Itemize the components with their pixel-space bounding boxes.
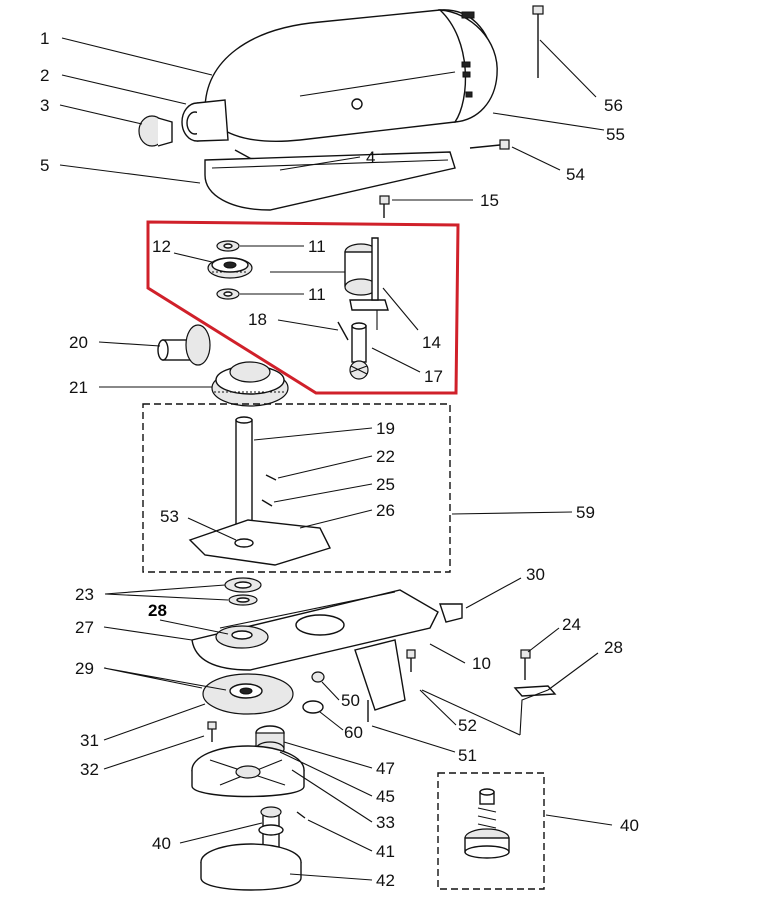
- label-42: 42: [376, 871, 395, 890]
- highlight-region: [146, 220, 460, 395]
- label-10: 10: [472, 654, 491, 673]
- part-41-pin: [296, 811, 306, 819]
- label-30: 30: [526, 565, 545, 584]
- part-33-planetary-base: [191, 745, 305, 798]
- part-52-screw: [406, 649, 416, 672]
- part-12-bevel-gear: [207, 257, 253, 279]
- assembly-59-outline: [142, 403, 451, 573]
- label-2: 2: [40, 66, 49, 85]
- part-2-attachment-hub: [181, 99, 229, 142]
- label-1: 1: [40, 29, 49, 48]
- label-27: 27: [75, 618, 94, 637]
- label-29: 29: [75, 659, 94, 678]
- label-11-top: 11: [308, 237, 326, 256]
- part-18-pin: [337, 321, 349, 341]
- label-54: 54: [566, 165, 585, 184]
- label-3: 3: [40, 96, 49, 115]
- label-59: 59: [576, 503, 595, 522]
- label-60: 60: [344, 723, 363, 742]
- label-33: 33: [376, 813, 395, 832]
- part-25-pin: [261, 499, 273, 507]
- label-53: 53: [160, 507, 179, 526]
- part-11-washer-top: [216, 240, 240, 252]
- part-42-ring: [200, 843, 302, 891]
- label-40-left: 40: [152, 834, 171, 853]
- part-21-large-gear: [211, 361, 289, 407]
- label-56: 56: [604, 96, 623, 115]
- part-30-clip: [439, 603, 463, 623]
- part-60-washer: [302, 700, 324, 714]
- label-23: 23: [75, 585, 94, 604]
- label-25: 25: [376, 475, 395, 494]
- label-28-arrow: 28: [148, 601, 167, 620]
- part-20-worm-gear: [157, 324, 211, 366]
- assembly-40-outline: [437, 772, 545, 890]
- label-5: 5: [40, 156, 49, 175]
- label-51: 51: [458, 746, 477, 765]
- part-53-gasket: [188, 519, 331, 566]
- label-50: 50: [341, 691, 360, 710]
- label-52: 52: [458, 716, 477, 735]
- part-29-gear-ring: [202, 673, 294, 715]
- callout-labels: 1 2 3 4 5 56 55 54 15 11 12 11 18 14 17 …: [40, 29, 639, 890]
- part-23-washers: [224, 577, 262, 606]
- part-3-hub-knob: [138, 115, 173, 147]
- part-32-screw: [207, 721, 217, 742]
- label-47: 47: [376, 759, 395, 778]
- label-55: 55: [606, 125, 625, 144]
- label-17: 17: [424, 367, 443, 386]
- part-50-screw: [311, 671, 325, 683]
- label-14: 14: [422, 333, 441, 352]
- part-54-screw: [469, 139, 510, 150]
- label-26: 26: [376, 501, 395, 520]
- label-18: 18: [248, 310, 267, 329]
- part-1-head-housing: [204, 9, 498, 142]
- part-22-pin: [265, 474, 277, 481]
- part-40-knob-assembly: [464, 788, 510, 859]
- label-24: 24: [562, 615, 581, 634]
- part-27-gear-case: [191, 589, 439, 711]
- label-11-bottom: 11: [308, 285, 326, 304]
- label-20: 20: [69, 333, 88, 352]
- label-19: 19: [376, 419, 395, 438]
- part-56-screw: [532, 5, 544, 78]
- label-45: 45: [376, 787, 395, 806]
- part-24-screw: [520, 649, 531, 680]
- part-11-washer-bottom: [216, 288, 240, 300]
- label-4: 4: [366, 148, 375, 167]
- label-31: 31: [80, 731, 99, 750]
- label-22: 22: [376, 447, 395, 466]
- part-5-trim-band: [204, 151, 456, 211]
- part-17-pinion-shaft: [349, 322, 369, 380]
- label-41: 41: [376, 842, 395, 861]
- label-21: 21: [69, 378, 88, 397]
- part-28-plate: [513, 685, 557, 697]
- label-40-right: 40: [620, 816, 639, 835]
- part-19-shaft: [235, 416, 253, 533]
- label-28: 28: [604, 638, 623, 657]
- label-15: 15: [480, 191, 499, 210]
- label-32: 32: [80, 760, 99, 779]
- label-12: 12: [152, 237, 171, 256]
- part-14-gear-bracket: [344, 237, 389, 311]
- leader-lines: [59, 37, 613, 881]
